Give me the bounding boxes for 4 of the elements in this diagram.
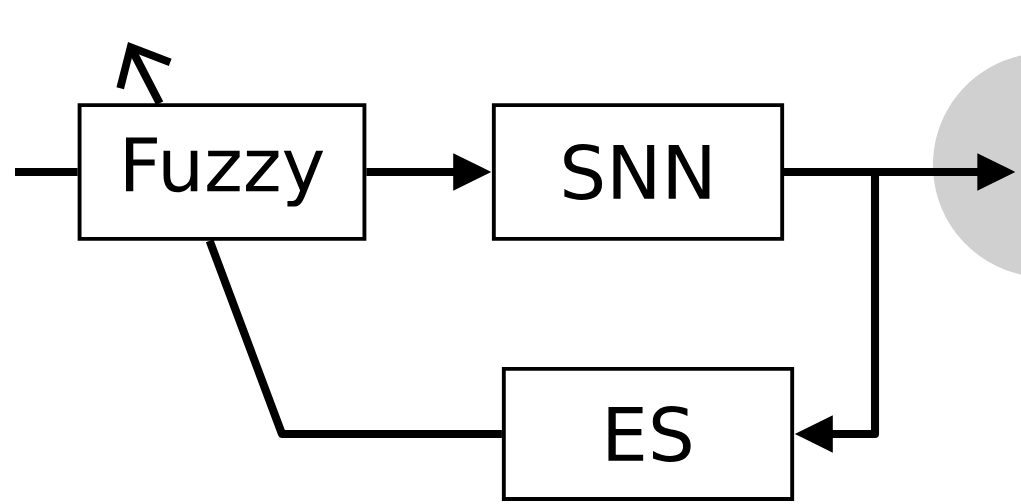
arrow — [784, 167, 880, 453]
process-box: ES — [501, 367, 795, 501]
process-box: Fuzzy — [77, 103, 367, 241]
process-box: SNN — [491, 103, 785, 241]
